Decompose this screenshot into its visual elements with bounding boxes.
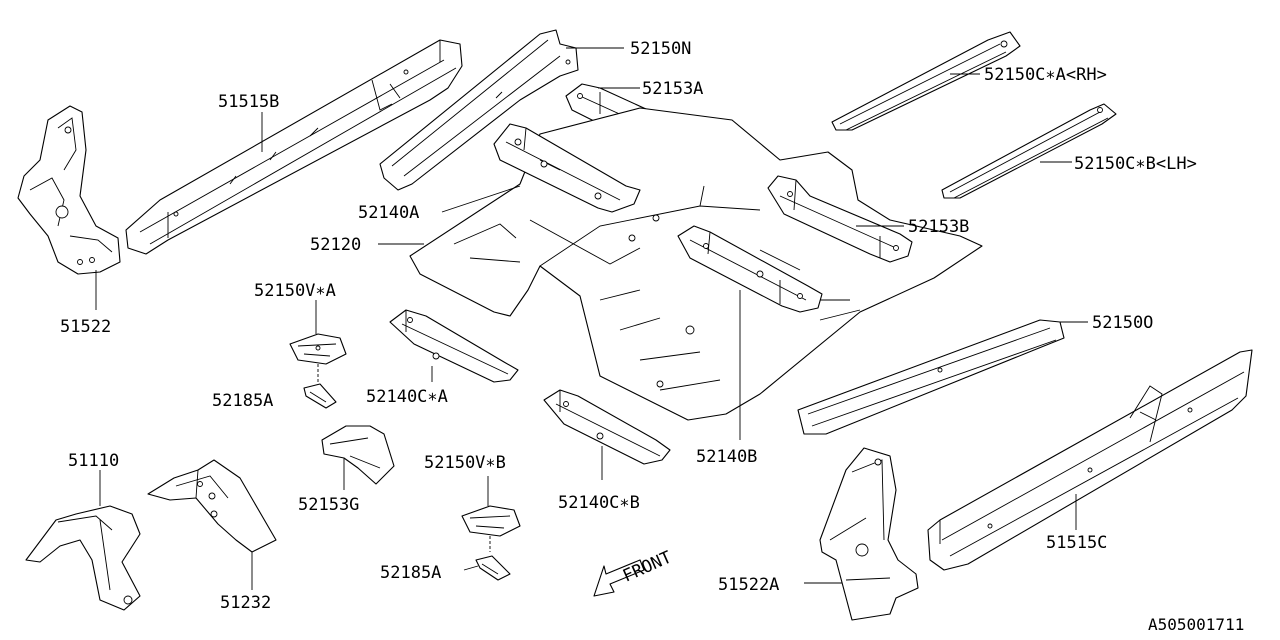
part-label-52153B: 52153B xyxy=(908,217,969,237)
part-52153G-drawing xyxy=(321,425,395,485)
part-label-52150N: 52150N xyxy=(630,39,691,59)
part-label-52150CA: 52150C∗A<RH> xyxy=(984,65,1107,85)
part-52150CA-drawing xyxy=(831,31,1021,131)
part-51232-drawing xyxy=(147,459,277,553)
part-52140B-drawing xyxy=(677,225,823,313)
part-52140CA-drawing xyxy=(389,309,519,383)
part-52150O-drawing xyxy=(797,319,1065,435)
part-51515C-drawing xyxy=(927,349,1253,571)
part-52150N-drawing xyxy=(379,29,579,191)
part-51515B-drawing xyxy=(125,39,463,255)
part-51522A-drawing xyxy=(819,447,919,621)
part-label-51110: 51110 xyxy=(68,451,119,471)
part-52150VB-drawing xyxy=(461,505,521,537)
part-label-52150O: 52150O xyxy=(1092,313,1153,333)
front-arrow-icon xyxy=(593,559,645,597)
part-52185A-top-drawing xyxy=(303,383,337,409)
part-51522-drawing xyxy=(17,105,121,275)
part-label-52153A: 52153A xyxy=(642,79,703,99)
part-label-52140B: 52140B xyxy=(696,447,757,467)
part-label-51522A: 51522A xyxy=(718,575,779,595)
part-label-51515C: 51515C xyxy=(1046,533,1107,553)
part-52140CB-drawing xyxy=(543,389,671,465)
part-52150CB-drawing xyxy=(941,103,1117,199)
part-label-52150VA: 52150V∗A xyxy=(254,281,336,301)
part-label-51515B: 51515B xyxy=(218,92,279,112)
part-label-52140CA: 52140C∗A xyxy=(366,387,448,407)
part-52140A-drawing xyxy=(493,123,641,213)
part-51110-drawing xyxy=(25,505,141,611)
part-label-52120: 52120 xyxy=(310,235,361,255)
part-label-52153G: 52153G xyxy=(298,495,359,515)
part-label-52140CB: 52140C∗B xyxy=(558,493,640,513)
part-52153B-drawing xyxy=(767,175,913,263)
part-52150VA-drawing xyxy=(289,333,347,365)
part-label-51232: 51232 xyxy=(220,593,271,613)
part-label-52150VB: 52150V∗B xyxy=(424,453,506,473)
part-label-52140A: 52140A xyxy=(358,203,419,223)
part-label-52185A-top: 52185A xyxy=(212,391,273,411)
part-label-51522: 51522 xyxy=(60,317,111,337)
part-label-52185A-bottom: 52185A xyxy=(380,563,441,583)
front-label: FRONT xyxy=(620,547,675,586)
part-52185A-bottom-drawing xyxy=(475,555,511,581)
part-label-52150CB: 52150C∗B<LH> xyxy=(1074,154,1197,174)
diagram-code: A505001711 xyxy=(1148,615,1244,634)
